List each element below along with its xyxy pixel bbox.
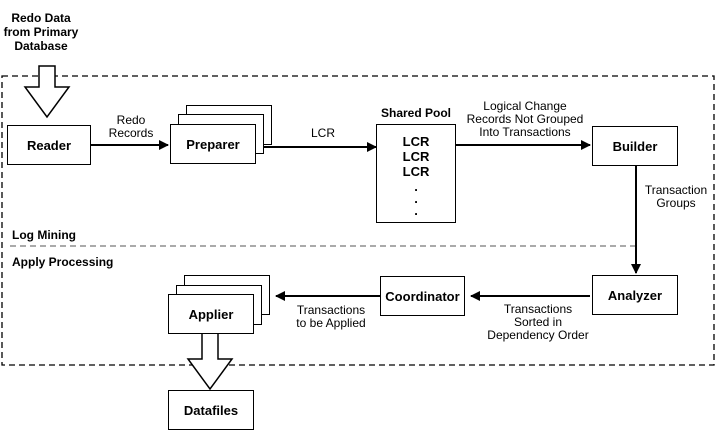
lcr-item: LCR (402, 149, 430, 164)
redo-input-arrow (23, 65, 71, 119)
transaction-groups-label: Transaction Groups (644, 183, 708, 210)
transactions-sorted-label: Transactions Sorted in Dependency Order (487, 302, 589, 342)
preparer-box: Preparer (170, 124, 256, 164)
coordinator-box: Coordinator (380, 276, 465, 316)
reader-box: Reader (7, 125, 91, 165)
redo-source-label: Redo Data from Primary Database (3, 11, 79, 53)
shared-pool-box: LCR LCR LCR . . . (376, 124, 456, 223)
transactions-applied-label: Transactions to be Applied (296, 303, 366, 330)
lcr-item: LCR (402, 164, 430, 179)
apply-processing-label: Apply Processing (12, 255, 114, 269)
lcr-label: LCR (310, 126, 335, 140)
logical-change-label: Logical Change Records Not Grouped Into … (466, 99, 584, 139)
builder-box: Builder (592, 126, 678, 166)
log-mining-label: Log Mining (12, 228, 76, 242)
sql-apply-boundary (1, 75, 715, 366)
lcr-item: LCR (402, 134, 430, 149)
applier-box: Applier (168, 294, 254, 334)
shared-pool-title: Shared Pool (380, 106, 451, 120)
datafiles-box: Datafiles (168, 390, 254, 430)
ellipsis-dot: . (414, 179, 418, 194)
ellipsis-dot: . (414, 191, 418, 206)
analyzer-box: Analyzer (592, 275, 678, 315)
apply-output-arrow (186, 332, 234, 391)
ellipsis-dot: . (414, 203, 418, 218)
redo-records-label: Redo Records (108, 113, 154, 140)
